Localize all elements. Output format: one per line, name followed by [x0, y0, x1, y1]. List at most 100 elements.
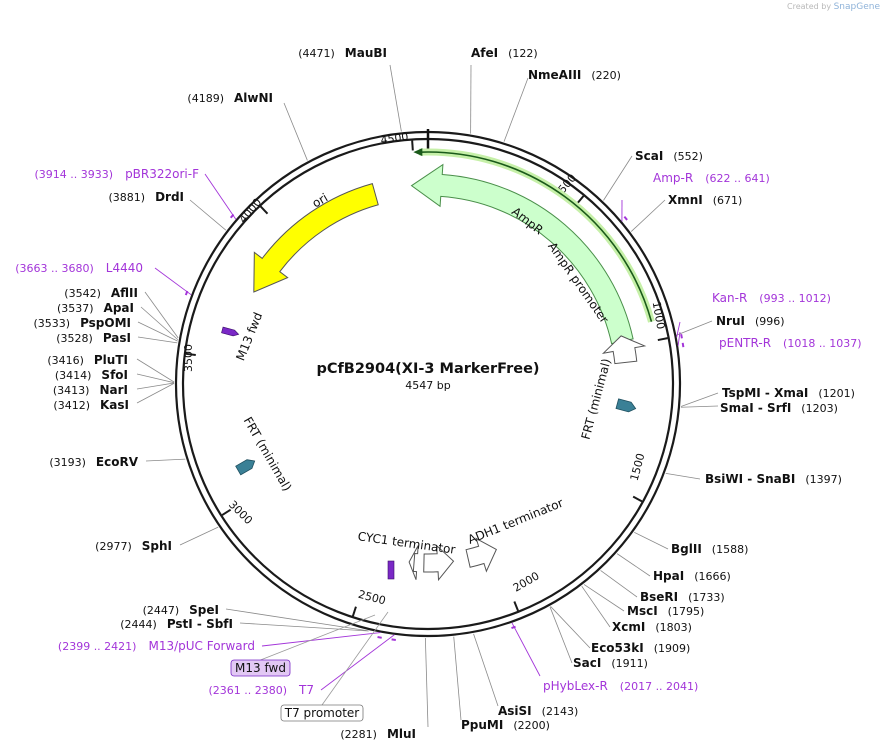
- leader-maubi: [389, 64, 402, 132]
- svg-text:M13 fwd: M13 fwd: [235, 661, 286, 675]
- leader-spei: [225, 608, 368, 632]
- enzyme-site-pluti: (3416)PluTI: [47, 353, 128, 367]
- enzyme-site-smai-srfi: SmaI - SrfI(1203): [720, 401, 838, 415]
- primer-range: (3914 .. 3933): [35, 168, 114, 181]
- enzyme-name: TspMI - XmaI: [722, 386, 808, 400]
- primer-mark-amp-r: [623, 216, 628, 221]
- enzyme-name: BseRI: [640, 590, 678, 604]
- enzyme-name: DrdI: [155, 190, 184, 204]
- frt-right-label: FRT (minimal): [579, 357, 614, 441]
- primer-site-pbr322ori-f: (3914 .. 3933)pBR322ori-F: [35, 167, 200, 181]
- site-labels: AfeI(122)NmeAIII(220)(4471)MauBI(4189)Al…: [15, 46, 861, 741]
- primer-name: Kan-R: [712, 291, 747, 305]
- primer-site-kan-r: Kan-R (993 .. 1012): [712, 291, 831, 305]
- ampr-arrow: [410, 163, 634, 345]
- enzyme-site-sfoi: (3414)SfoI: [55, 368, 128, 382]
- primer-mark-pbr322ori-f: [229, 213, 235, 219]
- leader-aflii: [144, 291, 179, 339]
- enzyme-name: SphI: [142, 539, 172, 553]
- leader-bsiwi-snabi: [665, 472, 701, 480]
- enzyme-name: NruI: [716, 314, 745, 328]
- enzyme-position: (3881): [108, 191, 145, 204]
- enzyme-position: (996): [755, 315, 785, 328]
- enzyme-site-nari: (3413) NarI: [53, 383, 128, 397]
- leader-pspomi: [137, 321, 178, 342]
- enzyme-site-ppumi: PpuMI (2200): [461, 718, 550, 732]
- enzyme-site-tspmi-xmai: TspMI - XmaI (1201): [722, 386, 855, 400]
- enzyme-position: (1795): [668, 605, 705, 618]
- enzyme-position: (3414): [55, 369, 92, 382]
- leader-mlui: [424, 637, 429, 728]
- enzyme-name: Eco53kI: [591, 641, 644, 655]
- leader-drdi: [189, 199, 227, 231]
- enzyme-position: (3416): [47, 354, 84, 367]
- enzyme-name: PpuMI: [461, 718, 503, 732]
- enzyme-position: (3413): [53, 384, 90, 397]
- tick-label-4500: 4500: [380, 130, 410, 147]
- snapgene-brand: SnapGene: [833, 2, 880, 12]
- leader-psti-sbfi: [239, 622, 369, 632]
- enzyme-position: (122): [508, 47, 538, 60]
- enzyme-name: NarI: [99, 383, 128, 397]
- leader-pasi: [137, 336, 178, 344]
- enzyme-name: SmaI - SrfI: [720, 401, 791, 415]
- leader-eco53ki: [550, 606, 591, 649]
- credit-prefix: Created by: [787, 2, 832, 11]
- enzyme-site-afei: AfeI(122): [471, 46, 538, 60]
- primer-range: (1018 .. 1037): [783, 337, 862, 350]
- leader-scai: [603, 155, 633, 201]
- enzyme-position: (220): [591, 69, 621, 82]
- tick-label-3000: 3000: [226, 498, 255, 527]
- primer-site-m13-puc-forward: (2399 .. 2421)M13/pUC Forward: [58, 639, 255, 653]
- primer-mark-kan-r: [680, 333, 683, 339]
- leader-nrui: [677, 320, 713, 336]
- leader-nari: [136, 382, 175, 390]
- primer-mark-m13-puc-forward: [377, 636, 382, 639]
- tick-label-1000: 1000: [650, 300, 668, 330]
- plasmid-name: pCfB2904(XI-3 MarkerFree): [316, 361, 539, 377]
- primer-range: (993 .. 1012): [759, 292, 831, 305]
- enzyme-position: (4189): [187, 92, 224, 105]
- enzyme-position: (3412): [53, 399, 90, 412]
- enzyme-position: (3537): [57, 302, 94, 315]
- enzyme-site-kasi: (3412)KasI: [53, 398, 129, 412]
- leader-xmni: [630, 199, 666, 232]
- enzyme-position: (2977): [95, 540, 132, 553]
- enzyme-name: AflII: [111, 286, 138, 300]
- enzyme-position: (2143): [542, 705, 579, 718]
- enzyme-name: SacI: [573, 656, 601, 670]
- leader-ecorv: [145, 458, 186, 462]
- enzyme-site-aflii: (3542)AflII: [64, 286, 138, 300]
- leader-xcmi: [581, 585, 611, 628]
- enzyme-position: (2200): [513, 719, 550, 732]
- m13-fwd-inner-arrow: [221, 326, 240, 337]
- enzyme-position: (1201): [818, 387, 855, 400]
- leader-bseri: [600, 570, 638, 598]
- enzyme-name: BsiWI - SnaBI: [705, 472, 795, 486]
- tick-label-3500: 3500: [182, 344, 195, 372]
- primer-name: Amp-R: [653, 171, 693, 185]
- ori-arrow: [253, 182, 379, 293]
- enzyme-name: ScaI: [635, 149, 663, 163]
- leader-primer-m13-puc-forward: [261, 632, 381, 647]
- leader-primer-t7: [320, 634, 395, 691]
- enzyme-site-asisi: AsiSI (2143): [498, 704, 578, 718]
- primer-name: pHybLex-R: [543, 679, 608, 693]
- tick-mark-3000: [221, 508, 232, 516]
- enzyme-site-apai: (3537)ApaI: [57, 301, 134, 315]
- enzyme-position: (2281): [340, 728, 377, 741]
- leader-saci: [549, 606, 573, 664]
- tick-mark-2000: [513, 601, 519, 612]
- frt-left-arrow: [235, 459, 256, 476]
- enzyme-name: AsiSI: [498, 704, 532, 718]
- tick-mark-2500: [351, 606, 357, 617]
- enzyme-site-msci: MscI(1795): [627, 604, 704, 618]
- cyc1-terminator-arrow: [408, 545, 419, 580]
- ampr-orf-line: [419, 151, 653, 322]
- ampr-orf-head: [413, 148, 423, 157]
- primer-name: L4440: [106, 261, 143, 275]
- primer-site-phyblex-r: pHybLex-R(2017 .. 2041): [543, 679, 698, 693]
- leader-primer-phyblex-r: [511, 622, 541, 677]
- enzyme-position: (552): [673, 150, 703, 163]
